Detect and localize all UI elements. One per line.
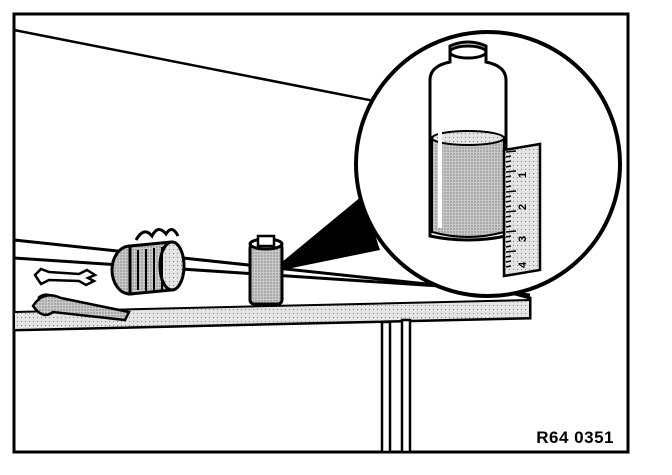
figure-reference-code: R64 0351 <box>536 428 614 447</box>
scale-tick <box>505 210 517 213</box>
scale-label-3: 3 <box>517 236 529 242</box>
scale-tick <box>505 245 512 248</box>
scale-tick <box>505 180 512 183</box>
scale-label-2: 2 <box>517 204 529 210</box>
wrench-icon <box>33 267 98 287</box>
scale-tick <box>505 200 512 203</box>
measuring-scale: 1 2 3 4 <box>502 142 542 278</box>
scale-tick <box>505 250 517 253</box>
scale-label-4: 4 <box>517 261 529 268</box>
scale-tick <box>505 255 512 258</box>
scale-tick <box>505 260 512 263</box>
ceiling-line <box>13 28 421 112</box>
scale-tick <box>505 150 517 153</box>
sample-bottle <box>248 234 284 306</box>
scale-tick <box>505 220 512 223</box>
scale-tick <box>505 165 512 168</box>
scale-ticks <box>505 150 517 268</box>
magnified-view: 1 2 3 4 <box>354 30 622 298</box>
scale-label-1: 1 <box>517 172 529 178</box>
scale-tick <box>505 265 512 268</box>
scale-tick <box>505 215 512 218</box>
filter-housing <box>110 228 186 296</box>
scale-tick <box>505 230 517 233</box>
scale-tick <box>505 205 512 208</box>
scale-tick <box>505 185 512 188</box>
scale-tick <box>505 225 512 228</box>
zoom-pointer <box>282 196 380 270</box>
scale-tick <box>505 175 512 178</box>
scale-tick <box>505 235 512 238</box>
scale-tick <box>505 240 512 243</box>
pliers-icon <box>31 293 131 322</box>
scale-tick <box>505 160 512 163</box>
scale-tick <box>505 170 517 173</box>
scale-tick <box>505 195 512 198</box>
scale-tick <box>505 155 512 158</box>
scale-tick <box>505 190 517 193</box>
